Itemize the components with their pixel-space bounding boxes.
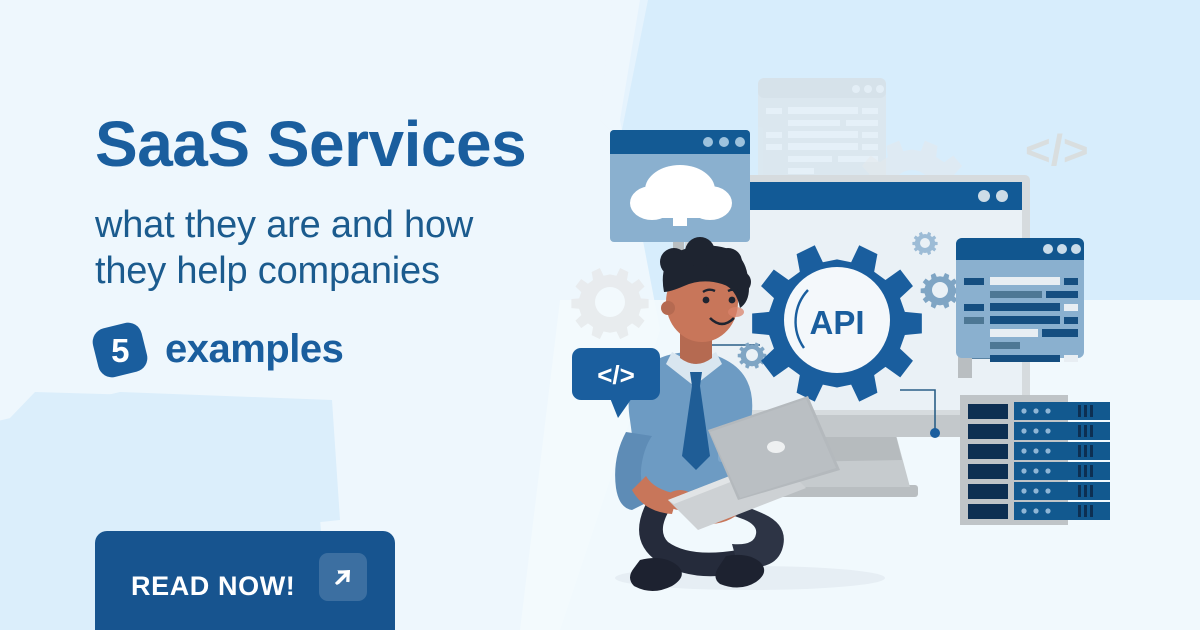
hero-illustration: </> bbox=[540, 0, 1200, 630]
arrow-up-right-icon bbox=[319, 553, 367, 601]
shoe-right bbox=[630, 558, 682, 591]
laptop-logo bbox=[767, 441, 785, 453]
read-now-button[interactable]: READ NOW! bbox=[95, 531, 395, 630]
code-symbol-icon: </> bbox=[1025, 126, 1089, 175]
gear-small-lower-left bbox=[737, 342, 767, 369]
examples-label: examples bbox=[165, 327, 344, 372]
eye-left bbox=[702, 296, 710, 304]
code-bubble: </> bbox=[572, 348, 660, 418]
background-browser-window bbox=[758, 78, 886, 196]
examples-badge: 5 examples bbox=[89, 319, 595, 381]
background-sliver bbox=[600, 0, 648, 140]
subtitle: what they are and how they help companie… bbox=[95, 202, 595, 295]
smile bbox=[709, 317, 735, 326]
gear-small-upper-right bbox=[912, 231, 938, 256]
eye-right bbox=[728, 296, 736, 304]
connector-dot-2 bbox=[930, 428, 940, 438]
gear-medium-right bbox=[920, 272, 960, 309]
cloud-upload-icon bbox=[630, 165, 732, 226]
code-bubble-text: </> bbox=[597, 360, 635, 390]
server-rack bbox=[960, 395, 1110, 525]
laptop bbox=[668, 396, 840, 530]
person-with-laptop bbox=[615, 237, 840, 591]
subtitle-line-2: they help companies bbox=[95, 250, 440, 293]
api-gear-label: API bbox=[809, 304, 864, 341]
subtitle-line-1: what they are and how bbox=[95, 204, 474, 246]
gear-api-main: API bbox=[752, 245, 922, 402]
gear-outline-left bbox=[571, 267, 649, 340]
page-title: SaaS Services bbox=[95, 108, 527, 180]
necktie bbox=[682, 372, 710, 470]
examples-count-badge: 5 bbox=[89, 319, 151, 381]
svg-text:</>: </> bbox=[1025, 126, 1089, 175]
hero-text-block: SaaS Services what they are and how they… bbox=[89, 108, 595, 381]
background-polygon-left-2 bbox=[0, 392, 340, 556]
shoe-left bbox=[715, 554, 765, 588]
examples-count: 5 bbox=[110, 331, 130, 369]
read-now-label: READ NOW! bbox=[131, 570, 296, 601]
cloud-upload-window bbox=[610, 130, 750, 265]
content-browser-window bbox=[956, 238, 1084, 378]
